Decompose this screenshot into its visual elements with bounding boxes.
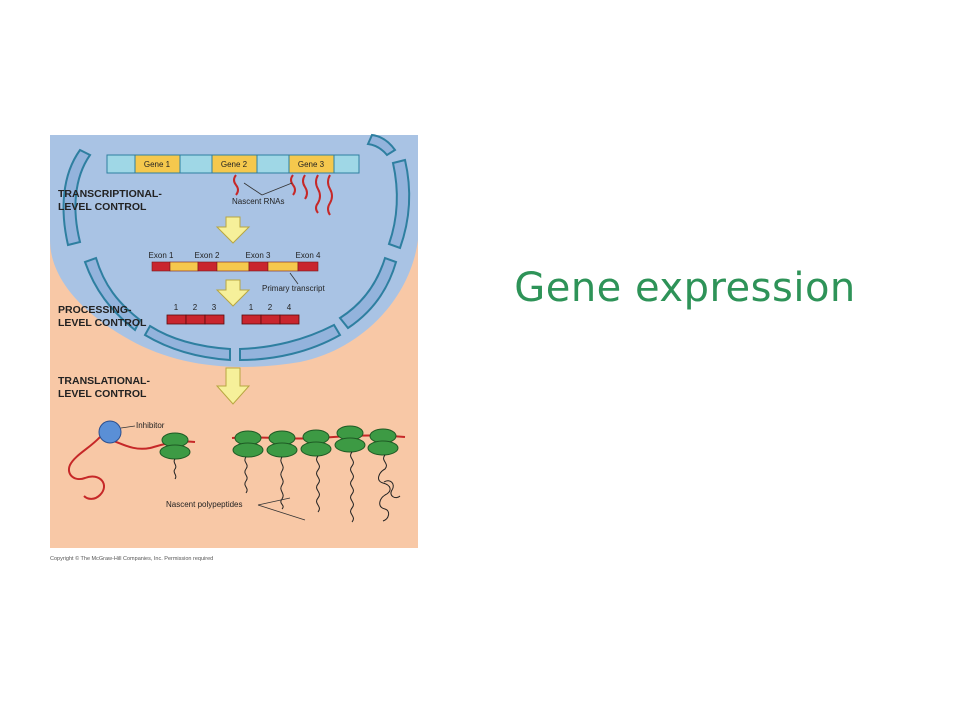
exon-number: 2 xyxy=(193,303,198,312)
inhibitor-protein xyxy=(98,420,122,444)
exon-2-label: Exon 2 xyxy=(195,251,220,260)
flow-arrows xyxy=(215,216,251,405)
nuclear-envelope xyxy=(62,133,411,362)
slide-title: Gene expression xyxy=(514,265,856,311)
processed-mrna-b xyxy=(241,314,300,325)
nascent-polypeptides xyxy=(173,451,401,523)
primary-transcript-pointer xyxy=(289,272,299,285)
transcriptional-control-label: TRANSCRIPTIONAL- LEVEL CONTROL xyxy=(58,188,165,213)
primary-transcript-label: Primary transcript xyxy=(262,284,325,293)
ribosomes xyxy=(159,425,399,460)
gene-box xyxy=(134,154,181,174)
copyright-text: Copyright © The McGraw-Hill Companies, I… xyxy=(50,555,213,562)
processing-control-label: PROCESSING- LEVEL CONTROL xyxy=(58,304,147,329)
control-line: TRANSLATIONAL- xyxy=(58,375,150,387)
inhibitor-pointer xyxy=(120,425,136,429)
control-line: LEVEL CONTROL xyxy=(58,201,147,213)
exon-number: 1 xyxy=(174,303,179,312)
gene-3-label: Gene 3 xyxy=(298,160,325,169)
primary-transcript xyxy=(151,261,319,272)
exon-number: 2 xyxy=(268,303,273,312)
down-arrow-icon xyxy=(215,216,251,244)
down-arrow-icon xyxy=(215,367,251,405)
exon-number: 4 xyxy=(287,303,292,312)
polypeptide-pointers xyxy=(257,497,306,521)
control-line: PROCESSING- xyxy=(58,304,132,316)
control-line: LEVEL CONTROL xyxy=(58,388,147,400)
nascent-rna-pointers xyxy=(243,182,293,196)
processed-mrna-a xyxy=(166,314,225,325)
translational-control-label: TRANSLATIONAL- LEVEL CONTROL xyxy=(58,375,153,400)
control-line: LEVEL CONTROL xyxy=(58,317,147,329)
nucleus xyxy=(50,135,418,367)
exon-3-label: Exon 3 xyxy=(246,251,271,260)
gene-1-label: Gene 1 xyxy=(144,160,171,169)
nascent-rnas xyxy=(233,174,333,216)
exon-number: 1 xyxy=(249,303,254,312)
gene-box xyxy=(211,154,258,174)
down-arrow-icon xyxy=(215,279,251,307)
control-line: TRANSCRIPTIONAL- xyxy=(58,188,162,200)
exon-4-label: Exon 4 xyxy=(296,251,321,260)
gene-box xyxy=(288,154,335,174)
gene-2-label: Gene 2 xyxy=(221,160,248,169)
exon-1-label: Exon 1 xyxy=(149,251,174,260)
nascent-rnas-label: Nascent RNAs xyxy=(232,197,284,206)
nascent-polypeptides-label: Nascent polypeptides xyxy=(166,500,243,509)
exon-number: 3 xyxy=(212,303,217,312)
inhibitor-label: Inhibitor xyxy=(136,421,165,430)
